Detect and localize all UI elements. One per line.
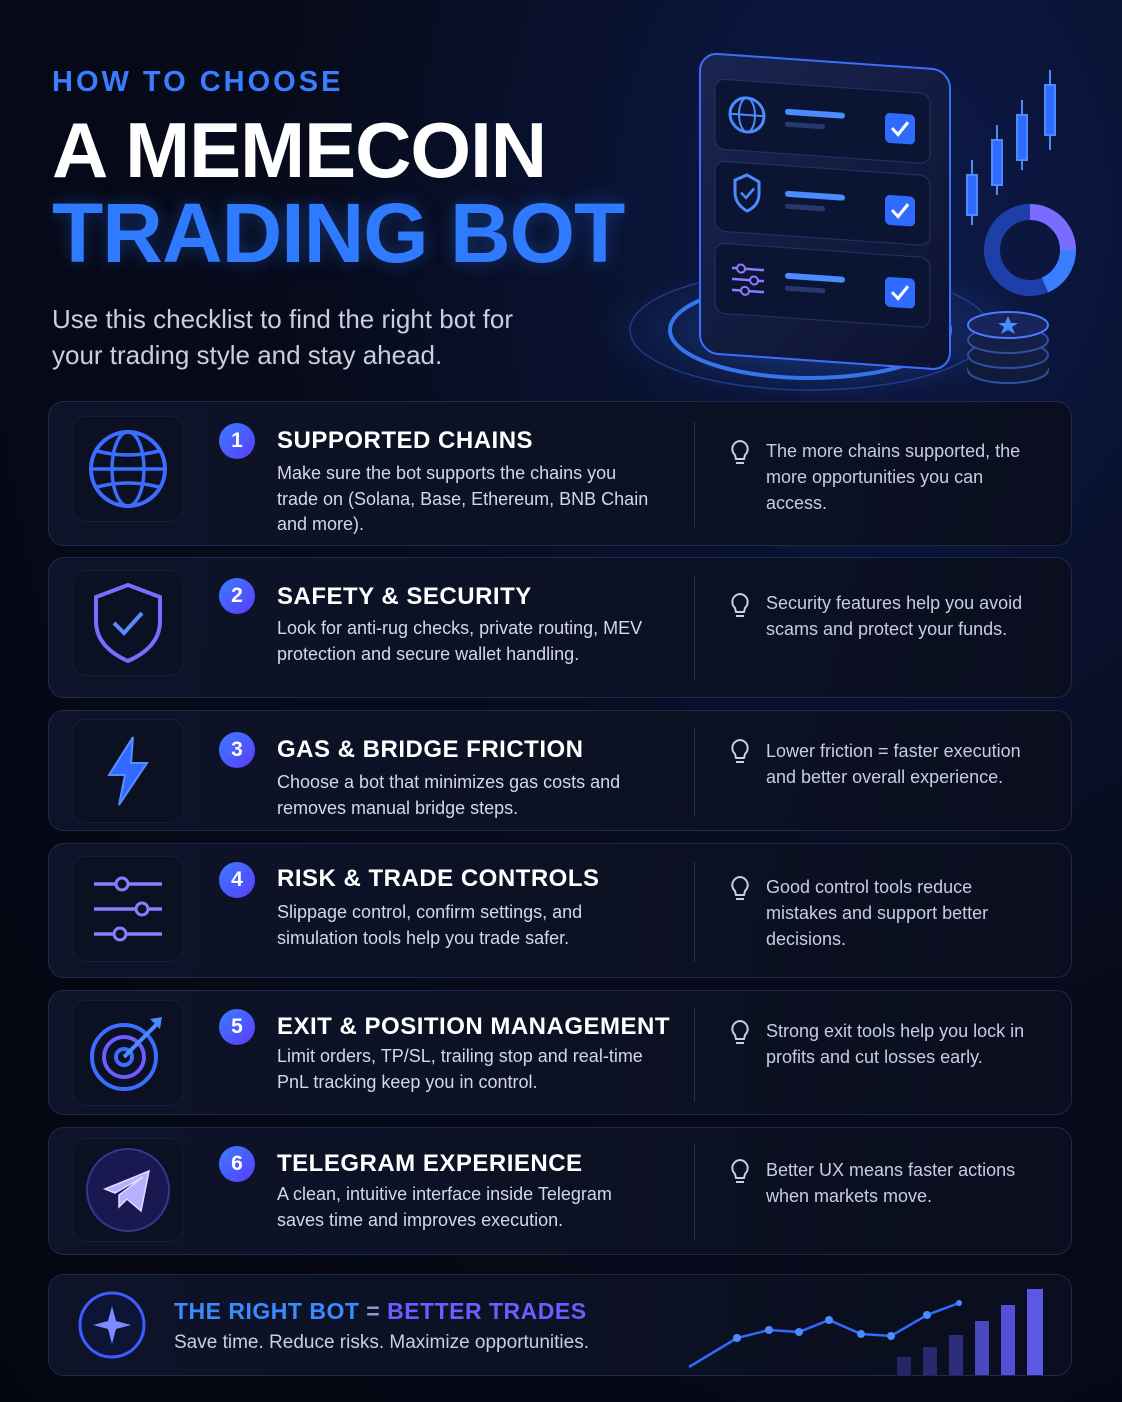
divider xyxy=(694,862,695,962)
item-tip: Lower friction = faster execution and be… xyxy=(766,741,1021,787)
footer-title: THE RIGHT BOT = BETTER TRADES xyxy=(174,1298,587,1325)
footer-title-part2: BETTER TRADES xyxy=(387,1298,587,1324)
hero-illustration xyxy=(600,52,1077,400)
item-tip: Security features help you avoid scams a… xyxy=(766,593,1023,639)
item-number: 6 xyxy=(219,1146,255,1182)
sliders-icon xyxy=(94,876,162,942)
title-line-2: TRADING BOT xyxy=(52,186,625,280)
divider xyxy=(694,1144,695,1240)
checklist-item-3: 3 GAS & BRIDGE FRICTION Choose a bot tha… xyxy=(48,710,1072,831)
item-tip: The more chains supported, the more oppo… xyxy=(766,441,1021,513)
item-description: A clean, intuitive interface inside Tele… xyxy=(277,1184,612,1230)
item-title: TELEGRAM EXPERIENCE xyxy=(277,1150,583,1177)
footer-title-part1: THE RIGHT BOT xyxy=(174,1298,360,1324)
item-number: 5 xyxy=(219,1009,255,1045)
footer-title-eq: = xyxy=(366,1298,381,1324)
globe-icon xyxy=(89,430,167,508)
item-description: Limit orders, TP/SL, trailing stop and r… xyxy=(277,1046,643,1092)
item-title: EXIT & POSITION MANAGEMENT xyxy=(277,1013,671,1040)
checklist-item-2: 2 SAFETY & SECURITY Look for anti-rug ch… xyxy=(48,557,1072,698)
item-title: RISK & TRADE CONTROLS xyxy=(277,865,600,892)
item-title: SAFETY & SECURITY xyxy=(277,583,532,610)
divider xyxy=(694,576,695,681)
checklist-item-6: 6 TELEGRAM EXPERIENCE A clean, intuitive… xyxy=(48,1127,1072,1255)
item-icon-box xyxy=(73,856,183,962)
item-icon-box xyxy=(73,1138,183,1242)
title-line-1: A MEMECOIN xyxy=(52,106,547,194)
growth-chart-graphic xyxy=(688,1289,1043,1375)
eyebrow: HOW TO CHOOSE xyxy=(52,66,344,98)
lightbulb-icon xyxy=(731,439,749,464)
telegram-icon xyxy=(86,1148,170,1232)
item-title: SUPPORTED CHAINS xyxy=(277,427,534,454)
item-number: 3 xyxy=(219,732,255,768)
item-tip: Good control tools reduce mistakes and s… xyxy=(766,877,989,949)
item-icon-box xyxy=(73,1000,183,1106)
shield-check-icon xyxy=(94,582,162,664)
lightning-icon xyxy=(107,736,149,806)
divider xyxy=(694,727,695,817)
item-title: GAS & BRIDGE FRICTION xyxy=(277,736,584,763)
item-number: 1 xyxy=(219,423,255,459)
footer-subtitle: Save time. Reduce risks. Maximize opport… xyxy=(174,1332,589,1353)
divider xyxy=(694,1007,695,1102)
checklist-item-4: 4 RISK & TRADE CONTROLS Slippage control… xyxy=(48,843,1072,978)
item-icon-box xyxy=(73,416,183,522)
checklist-item-5: 5 EXIT & POSITION MANAGEMENT Limit order… xyxy=(48,990,1072,1115)
lightbulb-icon xyxy=(731,1158,749,1183)
checklist-item-1: 1 SUPPORTED CHAINS Make sure the bot sup… xyxy=(48,401,1072,546)
item-number: 4 xyxy=(219,862,255,898)
item-description: Choose a bot that minimizes gas costs an… xyxy=(277,772,621,818)
hero: HOW TO CHOOSE A MEMECOIN TRADING BOT Use… xyxy=(52,66,672,373)
item-description: Slippage control, confirm settings, and … xyxy=(277,902,583,948)
lightbulb-icon xyxy=(731,592,749,617)
divider xyxy=(694,422,695,527)
item-icon-box xyxy=(73,570,183,676)
subtitle: Use this checklist to find the right bot… xyxy=(52,304,513,370)
footer-banner: THE RIGHT BOT = BETTER TRADES Save time.… xyxy=(48,1274,1072,1376)
item-description: Make sure the bot supports the chains yo… xyxy=(277,463,649,534)
item-icon-box xyxy=(73,719,183,823)
item-tip: Better UX means faster actions when mark… xyxy=(766,1160,1016,1206)
item-tip: Strong exit tools help you lock in profi… xyxy=(766,1021,1025,1067)
star-icon xyxy=(78,1291,146,1359)
lightbulb-icon xyxy=(731,875,749,900)
lightbulb-icon xyxy=(731,1019,749,1044)
item-description: Look for anti-rug checks, private routin… xyxy=(277,618,643,664)
target-icon xyxy=(90,1017,162,1091)
lightbulb-icon xyxy=(731,738,749,763)
item-number: 2 xyxy=(219,578,255,614)
